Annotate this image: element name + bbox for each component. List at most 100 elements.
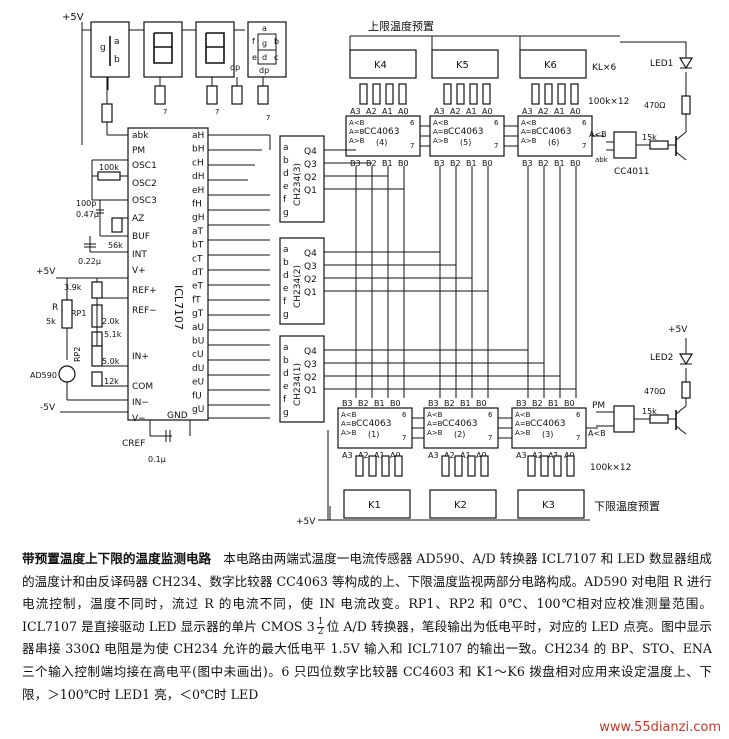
r56k-label: 56k: [108, 241, 123, 250]
icl-pin-r-11: eT: [192, 282, 204, 292]
cmp-side-pin: A<B: [515, 411, 531, 419]
pull-resistor: [527, 455, 536, 477]
cmp-side-pin: A>B: [349, 137, 365, 145]
pull-resistor: [566, 455, 575, 477]
pull-resistor: [469, 83, 478, 105]
lower-comparators: CC4063(1)B3B2B1B0A3A2A1A0A<BA=BA>B67CC40…: [337, 399, 598, 460]
vcc-label-3: +5V: [296, 517, 316, 527]
pull-resistor: [482, 83, 491, 105]
caption-title: 带预置温度上下限的温度监测电路: [22, 551, 212, 566]
cmp-name: CC4063: [442, 419, 477, 429]
r-label: R: [52, 303, 58, 313]
cmp-pin: B2: [532, 399, 543, 408]
dial-label: K5: [456, 60, 469, 71]
cmp-pin: A3: [516, 451, 527, 460]
ch234-out: Q1: [304, 186, 317, 196]
seg4-d: d: [262, 53, 267, 62]
cmp-pin: B3: [522, 159, 533, 168]
seg-g-label: g: [100, 43, 106, 53]
lower-resistor-array: [355, 455, 575, 477]
pull-resistor: [372, 83, 381, 105]
pull-resistor: [441, 455, 450, 477]
lower-r470-label: 470Ω: [644, 387, 665, 396]
icl-pin-r-0: aH: [192, 131, 204, 141]
dial-label: K3: [542, 500, 555, 511]
ch234-in: b: [283, 356, 289, 366]
pull-resistor: [394, 455, 403, 477]
icl-pin-r-8: bT: [192, 241, 204, 251]
ch234-out: Q4: [304, 249, 317, 259]
icl7107-label: ICL7107: [172, 285, 185, 330]
seg4-b: b: [274, 37, 279, 46]
pull-resistor: [368, 455, 377, 477]
c022-label: 0.22μ: [78, 257, 101, 266]
upper-r15k-label: 15k: [642, 133, 657, 142]
dial-label: K2: [454, 500, 467, 511]
cmp-pin: B3: [516, 399, 527, 408]
cmp-pin: B1: [374, 399, 385, 408]
pull-resistor: [381, 455, 390, 477]
frac-den: 2: [317, 626, 324, 637]
ch234-in: e: [283, 182, 289, 192]
ch234-out: Q3: [304, 160, 317, 170]
cmp-name: CC4063: [356, 419, 391, 429]
frac-num: 1: [316, 616, 325, 628]
icl-pin-9: REF+: [132, 286, 157, 296]
seg4-e: e: [252, 53, 257, 62]
cmp-pin: B3: [434, 159, 445, 168]
ch234-out: Q2: [304, 173, 317, 183]
cmp-pin: B1: [466, 159, 477, 168]
icl-pin-r-9: cT: [192, 254, 203, 264]
ch234-in: d: [283, 271, 289, 281]
icl-pin-r-20: gU: [192, 405, 204, 415]
r-mark: 7: [215, 108, 219, 116]
icl-pin-r-12: fT: [192, 295, 201, 305]
pull-resistor: [467, 455, 476, 477]
cmp-side-pin: A>B: [433, 137, 449, 145]
icl-pin-r-3: dH: [192, 172, 204, 182]
ch234-out: Q1: [304, 386, 317, 396]
cmp-pin: A3: [522, 107, 533, 116]
pm-label: PM: [592, 401, 605, 411]
cmp-pin: B0: [390, 399, 401, 408]
icl-pin-r-1: bH: [192, 145, 204, 155]
cmp-idx: (6): [548, 138, 559, 147]
icl-pin-10: REF−: [132, 306, 157, 316]
dial-label: K4: [374, 60, 387, 71]
kl-label: KL×6: [592, 63, 616, 73]
r-mark: 7: [163, 108, 167, 116]
cmp-num: 6: [576, 411, 581, 419]
caption-text-1: 本电路由两端式温度一电流传感器 AD590、A/D 转换器 ICL7107 和 …: [22, 551, 712, 634]
ch234-in: a: [283, 245, 289, 255]
pull-resistor: [443, 83, 452, 105]
cmp-pin: B2: [450, 159, 461, 168]
dial-K4: [349, 49, 417, 79]
cmp-side-pin: A<B: [433, 119, 449, 127]
dp-label: dp: [230, 63, 240, 72]
cmp-name: CC4063: [536, 127, 571, 137]
cmp-num: 6: [494, 119, 499, 127]
seg-b-label: b: [114, 55, 120, 65]
icl-pin-r-17: dU: [192, 364, 204, 374]
cmp-pin: B2: [444, 399, 455, 408]
pull-resistor: [454, 455, 463, 477]
cmp-side-pin: A>B: [515, 429, 531, 437]
lower-resistors-label: 100k×12: [590, 463, 631, 473]
segment-bus: [208, 134, 271, 419]
c100p-label: 100p: [76, 199, 96, 208]
led1-label: LED1: [650, 59, 673, 69]
cmp-num: 7: [410, 142, 414, 150]
c047-label: 0.47μ: [76, 210, 99, 219]
cmp-pin: A1: [374, 451, 385, 460]
led-digit-2: [143, 21, 183, 78]
seg4-f: f: [252, 37, 255, 46]
ch234-in: f: [283, 195, 287, 205]
cmp-pin: A3: [434, 107, 445, 116]
upper-output-stage: CC4011 A<B abk 15k 470Ω LED1: [589, 41, 694, 177]
r5k-label: 5k: [46, 317, 56, 326]
cmp-num: 7: [402, 434, 406, 442]
pull-resistor: [553, 455, 562, 477]
cmp-num: 7: [576, 434, 580, 442]
icl-pin-8: V+: [132, 266, 146, 276]
